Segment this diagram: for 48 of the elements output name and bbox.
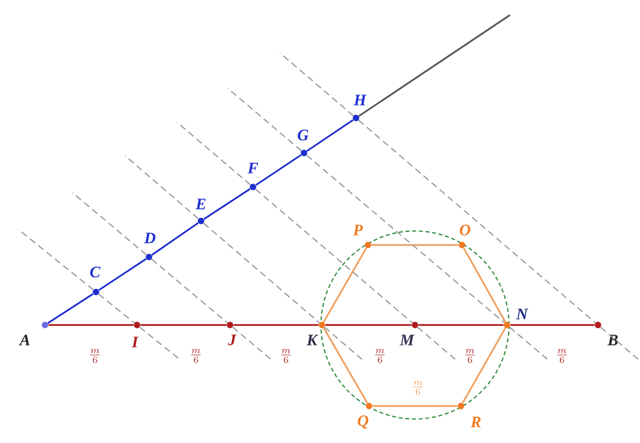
edge-label: $\frac{m}{6}$	[462, 348, 478, 364]
line-segment	[48, 324, 134, 326]
line-segment	[323, 328, 368, 404]
point-label: F	[248, 162, 258, 174]
line-segment	[151, 258, 228, 324]
point-label: Q	[358, 415, 368, 429]
line-segment	[151, 222, 199, 256]
line-segment	[306, 154, 505, 324]
point-label: H	[354, 94, 367, 106]
line-segment	[233, 324, 319, 326]
point-label: O	[460, 224, 470, 236]
line-segment	[358, 14, 510, 117]
line-segment	[255, 188, 413, 324]
edge-label: $\frac{m}{6}$	[410, 380, 426, 396]
edge-label: $\frac{m}{6}$	[372, 348, 388, 364]
point-label: C	[90, 266, 100, 278]
edge-label: $\frac{m}{6}$	[554, 348, 570, 364]
line-segment	[306, 119, 354, 152]
line-segment	[325, 324, 412, 326]
line-segment	[462, 328, 506, 404]
line-segment	[47, 293, 94, 324]
line-segment	[98, 258, 147, 291]
line-segment	[255, 154, 302, 186]
edge-label: $\frac{m}{6}$	[87, 348, 103, 364]
line-segment	[322, 248, 368, 322]
point-label: R	[470, 416, 481, 428]
line-segment	[372, 405, 458, 407]
point-label: E	[196, 198, 206, 210]
point-label: M	[400, 334, 415, 346]
line-segment	[140, 324, 227, 326]
point-label: A	[18, 334, 30, 346]
point-label: I	[132, 336, 139, 348]
line-segment	[462, 248, 506, 322]
edge-label: $\frac{m}{6}$	[188, 348, 204, 364]
point-label: J	[228, 334, 236, 346]
point-label: N	[516, 308, 528, 320]
line-segment	[358, 120, 596, 324]
line-segment	[371, 244, 459, 246]
line-segment	[418, 324, 504, 326]
line-segment	[510, 324, 595, 326]
line-segment	[98, 294, 135, 324]
line-segment	[203, 222, 320, 324]
point-label: D	[144, 232, 156, 244]
line-segment	[203, 188, 251, 220]
edge-label: $\frac{m}{6}$	[278, 348, 294, 364]
point-label: G	[298, 130, 309, 140]
point-label: P	[353, 224, 363, 236]
point-label: K	[306, 334, 318, 346]
